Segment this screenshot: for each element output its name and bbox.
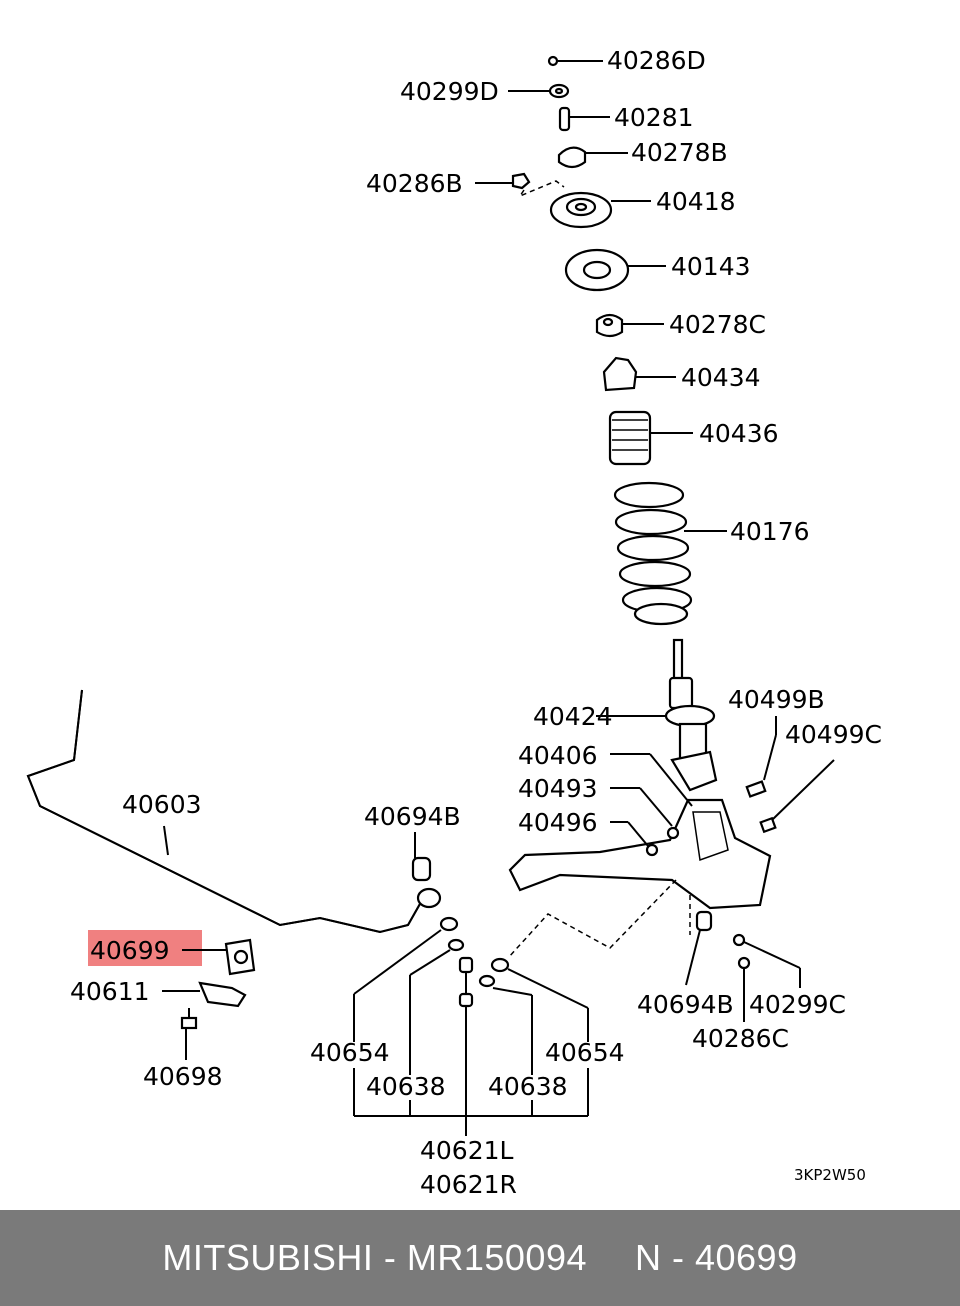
label-40621R: 40621R bbox=[420, 1170, 517, 1199]
label-40603: 40603 bbox=[122, 790, 202, 819]
label-40278B: 40278B bbox=[631, 138, 728, 167]
label-40694B-top: 40694B bbox=[364, 802, 461, 831]
label-40698: 40698 bbox=[143, 1062, 223, 1091]
label-40493: 40493 bbox=[518, 774, 598, 803]
label-40694B-bottom: 40694B bbox=[637, 990, 734, 1019]
bushing-40694B-top-shape bbox=[411, 832, 432, 882]
label-40654-left: 40654 bbox=[310, 1038, 390, 1067]
bracket-40611-shape bbox=[162, 981, 247, 1008]
label-40299D: 40299D bbox=[400, 77, 499, 106]
label-40286D: 40286D bbox=[607, 46, 706, 75]
label-40499B: 40499B bbox=[728, 685, 825, 714]
label-40286C: 40286C bbox=[692, 1024, 789, 1053]
washer-40299D-shape bbox=[508, 83, 570, 99]
nut-40286D-shape bbox=[547, 55, 603, 67]
label-40434: 40434 bbox=[681, 363, 761, 392]
label-40621L: 40621L bbox=[420, 1136, 514, 1165]
label-40424: 40424 bbox=[533, 702, 613, 731]
label-40281: 40281 bbox=[614, 103, 694, 132]
bolts-40499-shape bbox=[745, 716, 835, 834]
label-40418: 40418 bbox=[656, 187, 736, 216]
diagram-code: 3KP2W50 bbox=[794, 1166, 866, 1184]
label-40654-right: 40654 bbox=[545, 1038, 625, 1067]
label-40496: 40496 bbox=[518, 808, 598, 837]
label-40699: 40699 bbox=[90, 936, 170, 965]
label-40436: 40436 bbox=[699, 419, 779, 448]
label-40406: 40406 bbox=[518, 741, 598, 770]
stabilizer-bar-40603-shape bbox=[26, 689, 442, 934]
label-40278C: 40278C bbox=[669, 310, 766, 339]
upper-mount-40418-shape bbox=[549, 191, 651, 229]
bushing-40278B-shape bbox=[557, 146, 628, 169]
bushing-40699-shape bbox=[182, 938, 256, 976]
footer-brand-part: MITSUBISHI - MR150094 bbox=[162, 1237, 587, 1278]
collar-40281-shape bbox=[558, 106, 610, 132]
strut-40424-shape bbox=[596, 638, 718, 792]
lower-hardware-shape bbox=[685, 910, 801, 1022]
knuckle-arm-shape bbox=[507, 753, 772, 959]
bushing-40278C-shape bbox=[595, 313, 664, 338]
label-40638-left: 40638 bbox=[366, 1072, 446, 1101]
selected-part-highlight bbox=[88, 930, 202, 966]
insulator-40143-shape bbox=[564, 248, 666, 292]
label-40299C: 40299C bbox=[749, 990, 846, 1019]
label-40638-right: 40638 bbox=[488, 1072, 568, 1101]
footer-reference: N - 40699 bbox=[635, 1237, 798, 1278]
nut-40286B-shape bbox=[475, 172, 565, 198]
label-40176: 40176 bbox=[730, 517, 810, 546]
bolt-40698-shape bbox=[180, 1008, 198, 1060]
parts-diagram: 40286D 40299D 40281 40278B 40286B 40418 … bbox=[26, 46, 882, 1199]
link-parts-shape bbox=[353, 916, 589, 1136]
label-40286B: 40286B bbox=[366, 169, 463, 198]
bump-rubber-40434-shape bbox=[602, 356, 676, 392]
label-40143: 40143 bbox=[671, 252, 751, 281]
dust-cover-40436-shape bbox=[608, 410, 693, 466]
label-40499C: 40499C bbox=[785, 720, 882, 749]
coil-spring-40176-shape bbox=[613, 481, 727, 626]
label-40611: 40611 bbox=[70, 977, 150, 1006]
footer-bar: MITSUBISHI - MR150094 N - 40699 bbox=[0, 1210, 960, 1306]
